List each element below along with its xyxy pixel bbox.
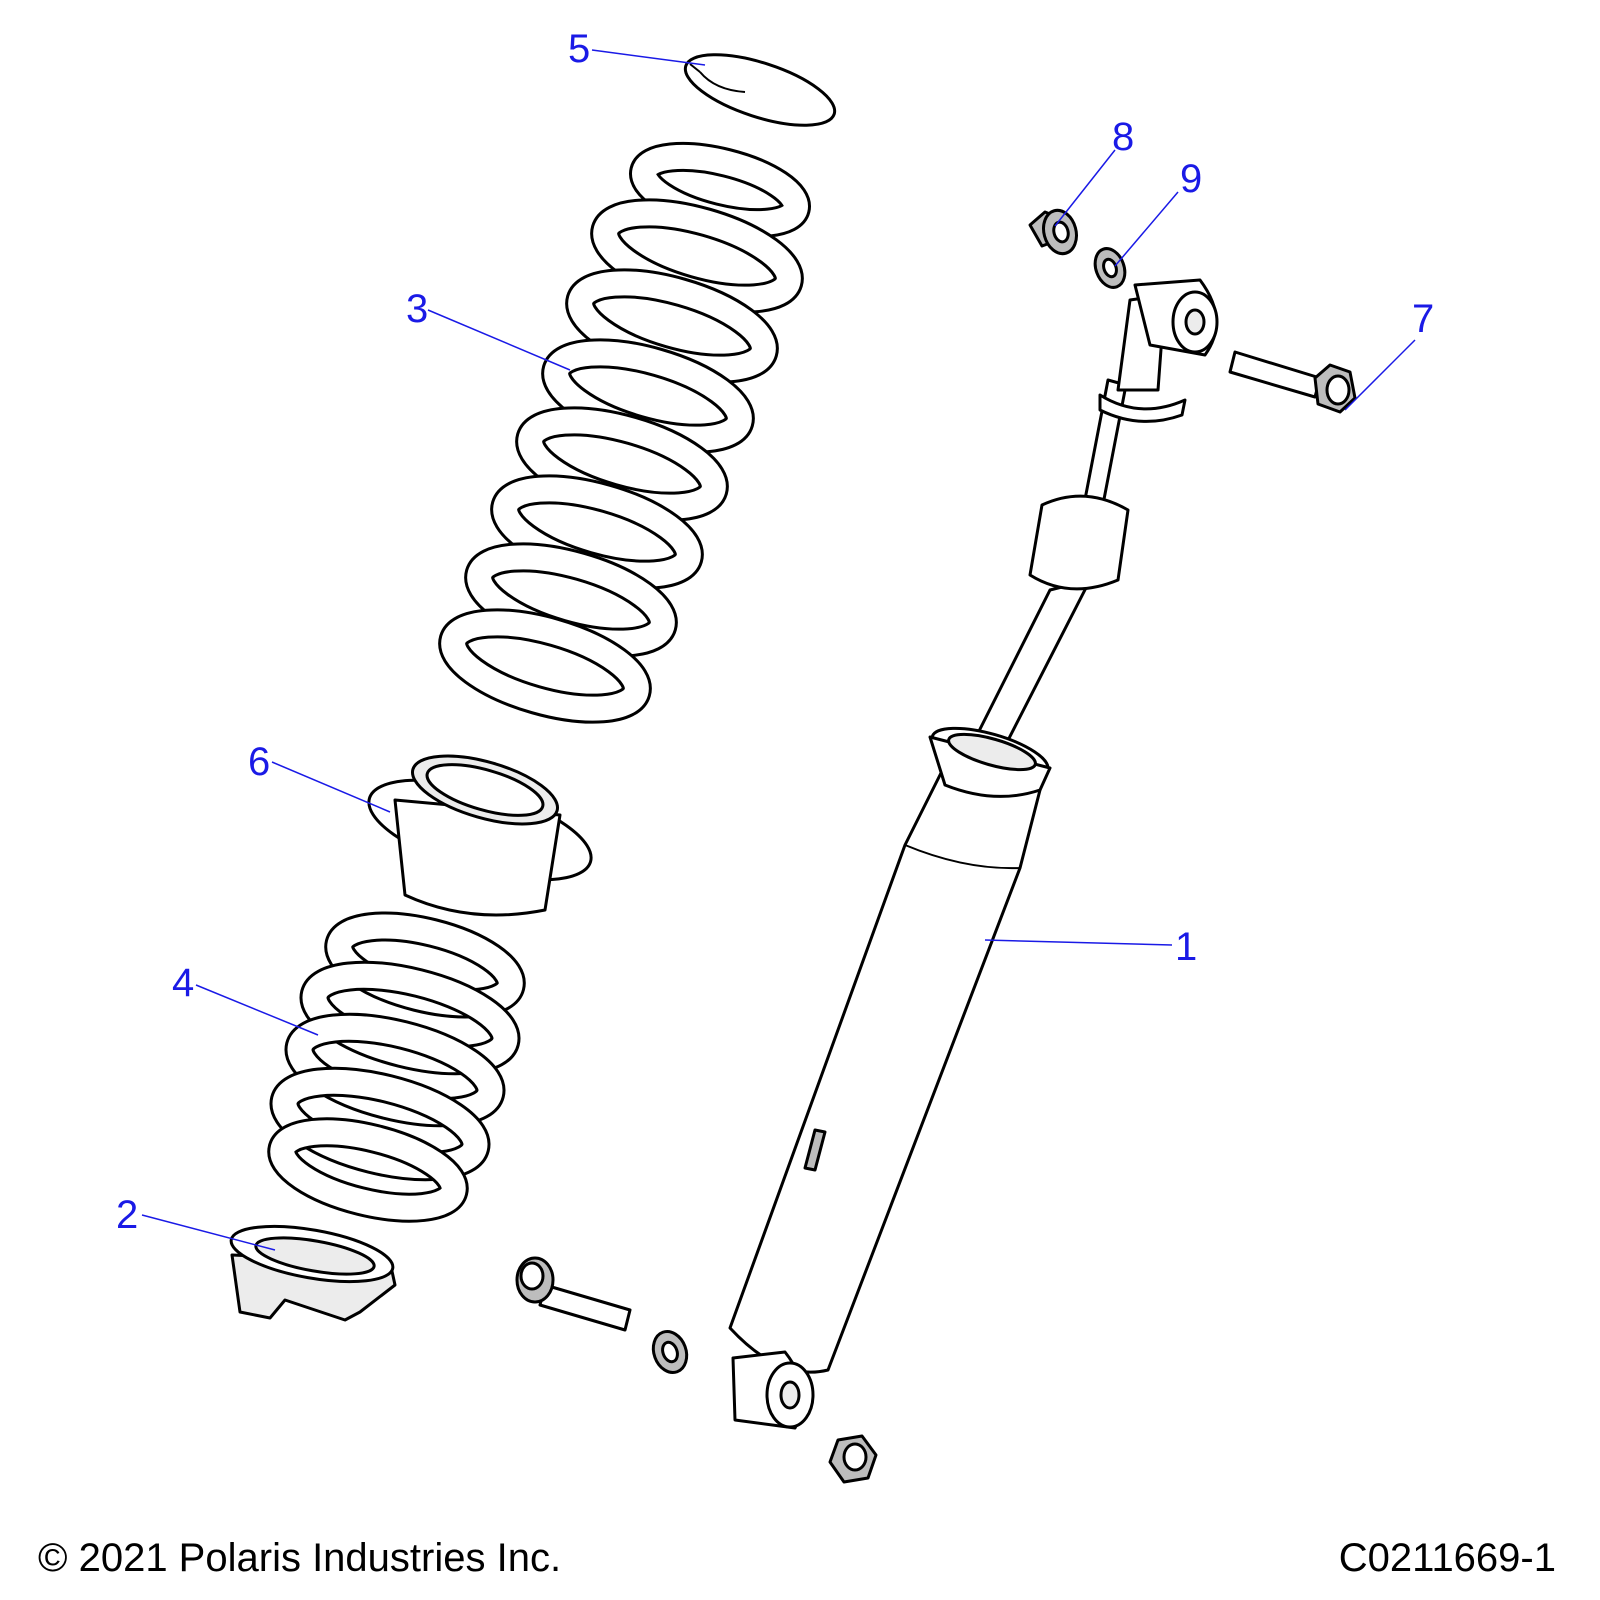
leader-line-4	[195, 984, 319, 1036]
part-3-main-coil-spring	[438, 141, 811, 724]
part-1-shock-absorber	[728, 278, 1219, 1430]
leader-line-2	[141, 1214, 276, 1251]
part-9-washer	[1093, 247, 1127, 289]
copyright-notice: © 2021 Polaris Industries Inc.	[38, 1536, 562, 1580]
part-7-upper-mount-bolt	[1228, 350, 1357, 414]
leader-line-8	[1054, 149, 1116, 227]
part-6-spring-coupler	[367, 754, 593, 917]
callout-2: 2	[116, 1193, 138, 1237]
part-4-tender-spring	[267, 911, 526, 1223]
callout-6: 6	[248, 740, 270, 784]
lower-mount-bolt	[515, 1256, 632, 1332]
leader-line-6	[271, 761, 391, 813]
leader-line-7	[1344, 339, 1416, 411]
lower-mount-washer	[651, 1330, 689, 1374]
leader-line-1	[984, 939, 1173, 946]
leader-line-9	[1114, 191, 1179, 267]
leader-line-5	[591, 49, 706, 66]
leader-line-3	[427, 309, 571, 371]
callout-9: 9	[1180, 157, 1202, 201]
callout-5: 5	[568, 27, 590, 71]
part-8-upper-nut	[1028, 208, 1078, 256]
part-5-upper-spring-retainer	[683, 53, 837, 127]
callout-3: 3	[406, 287, 428, 331]
callout-7: 7	[1412, 297, 1434, 341]
drawing-number: C0211669-1	[1338, 1536, 1556, 1580]
callout-1: 1	[1175, 925, 1197, 969]
part-2-lower-spring-seat	[229, 1224, 397, 1322]
callout-8: 8	[1112, 115, 1134, 159]
callout-4: 4	[172, 961, 194, 1005]
lower-mount-nut	[828, 1434, 878, 1484]
